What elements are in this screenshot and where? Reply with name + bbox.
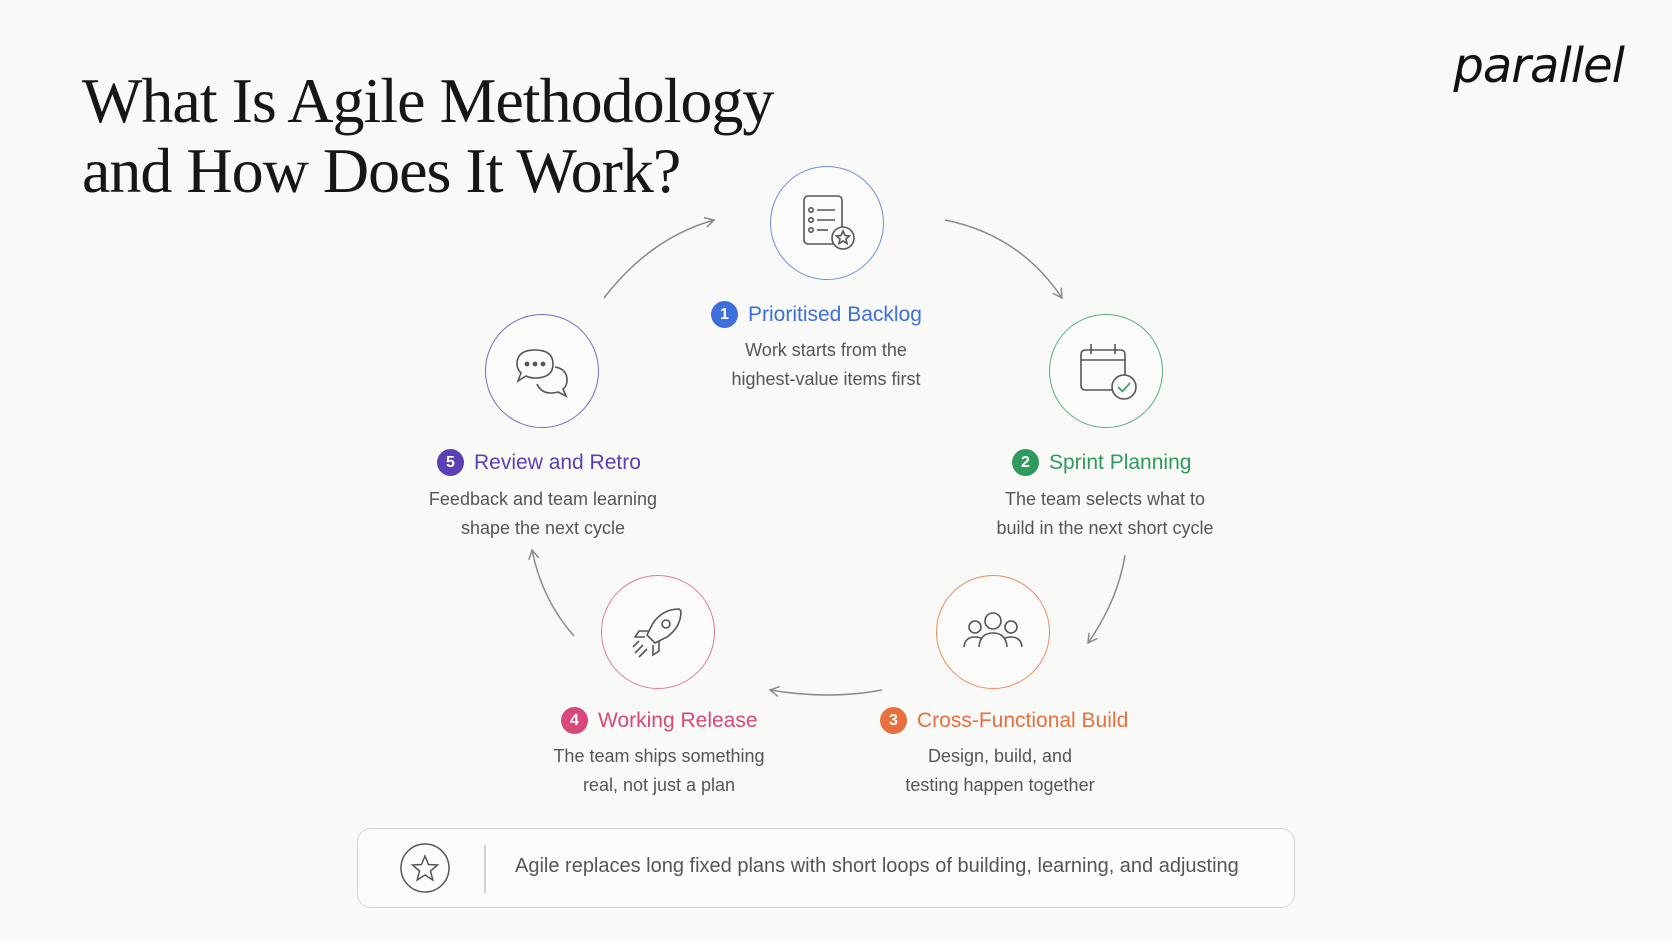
star-icon xyxy=(400,843,450,893)
step-4-number: 4 xyxy=(561,707,588,734)
step-2-desc-line-2: build in the next short cycle xyxy=(996,518,1214,538)
step-2-desc-line-1: The team selects what to xyxy=(1004,489,1206,509)
step-3-desc-line-2: testing happen together xyxy=(905,775,1095,795)
arrow-3-to-4 xyxy=(768,685,883,697)
step-4-description: The team ships something real, not just … xyxy=(519,742,799,800)
step-1-number: 1 xyxy=(711,301,738,328)
title-line-1: What Is Agile Methodology xyxy=(82,65,774,136)
callout-text: Agile replaces long fixed plans with sho… xyxy=(515,855,1239,877)
chat-bubbles-icon xyxy=(516,349,568,398)
step-5-description: Feedback and team learning shape the nex… xyxy=(403,485,683,543)
calendar-check-icon xyxy=(1080,344,1137,400)
step-4-desc-line-2: real, not just a plan xyxy=(582,775,736,795)
step-4-circle xyxy=(601,575,715,689)
step-1-label: Prioritised Backlog xyxy=(748,302,922,326)
step-2-title: 2 Sprint Planning xyxy=(1012,449,1191,476)
step-3-description: Design, build, and testing happen togeth… xyxy=(860,742,1140,800)
step-2-description: The team selects what to build in the ne… xyxy=(965,485,1245,543)
title-line-2: and How Does It Work? xyxy=(82,135,681,206)
team-icon xyxy=(963,612,1023,648)
rocket-icon xyxy=(632,608,682,658)
step-3-title: 3 Cross-Functional Build xyxy=(880,707,1128,734)
step-2-label: Sprint Planning xyxy=(1049,450,1192,474)
step-5-number: 5 xyxy=(437,449,464,476)
arrow-2-to-3 xyxy=(1087,554,1126,645)
step-3-label: Cross-Functional Build xyxy=(917,708,1129,732)
checklist-star-icon xyxy=(803,195,855,250)
step-3-circle xyxy=(936,575,1050,689)
step-4-label: Working Release xyxy=(598,708,758,732)
step-1-description: Work starts from the highest-value items… xyxy=(686,336,966,394)
step-5-label: Review and Retro xyxy=(474,450,641,474)
step-1-circle xyxy=(770,166,884,280)
step-4-desc-line-1: The team ships something xyxy=(553,746,765,766)
step-2-number: 2 xyxy=(1012,449,1039,476)
step-5-title: 5 Review and Retro xyxy=(437,449,641,476)
arrow-1-to-2 xyxy=(944,219,1063,300)
page-title: What Is Agile Methodology and How Does I… xyxy=(82,65,774,206)
step-5-desc-line-2: shape the next cycle xyxy=(460,518,626,538)
arrow-5-to-1 xyxy=(603,216,716,299)
step-3-desc-line-1: Design, build, and xyxy=(927,746,1073,766)
summary-callout: Agile replaces long fixed plans with sho… xyxy=(357,828,1295,908)
step-1-title: 1 Prioritised Backlog xyxy=(711,301,922,328)
step-1-desc-line-2: highest-value items first xyxy=(731,369,921,389)
step-3-number: 3 xyxy=(880,707,907,734)
step-2-circle xyxy=(1049,314,1163,428)
callout-divider xyxy=(484,845,486,893)
step-5-circle xyxy=(485,314,599,428)
step-1-desc-line-1: Work starts from the xyxy=(745,340,907,360)
step-4-title: 4 Working Release xyxy=(561,707,758,734)
step-5-desc-line-1: Feedback and team learning xyxy=(428,489,658,509)
arrow-4-to-5 xyxy=(528,548,575,637)
brand-logo: parallel xyxy=(1453,38,1625,94)
